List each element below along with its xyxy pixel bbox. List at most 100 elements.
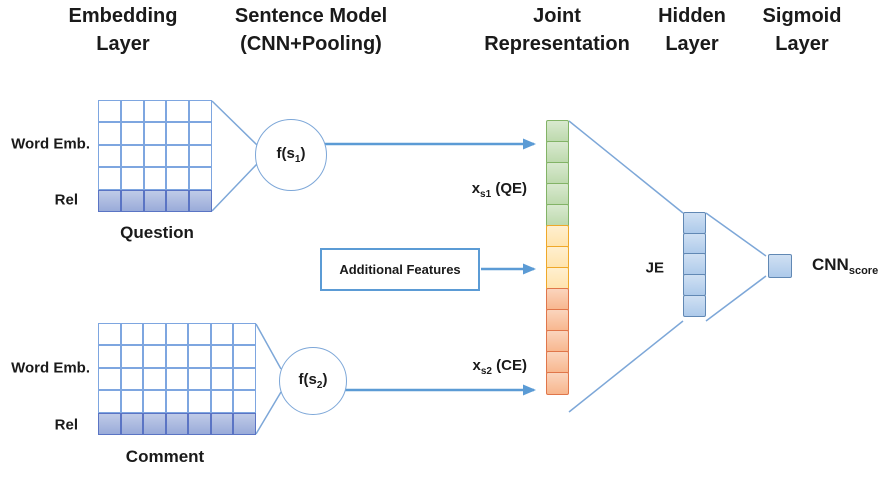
word-emb-cell (98, 367, 121, 391)
joint-representation-column (546, 120, 569, 395)
question-title: Question (120, 223, 194, 242)
rel-cell (188, 412, 211, 435)
f-s1-node: f(s1) (255, 119, 327, 191)
word-emb-cell (165, 390, 189, 413)
word-emb-cell (210, 345, 234, 368)
rel-cell (166, 189, 190, 212)
rel-cell (120, 189, 144, 212)
rel-cell (143, 412, 166, 435)
word-emb-cell (188, 345, 211, 368)
word-emb-cell (143, 100, 167, 123)
word-emb-cell (143, 367, 166, 391)
rel-cell (120, 412, 144, 435)
rel-cell (233, 412, 256, 435)
word-emb-cell (98, 390, 121, 413)
word-emb-cell (98, 100, 121, 123)
question-word-emb-label: Word Emb. (11, 135, 90, 153)
comment-embedding-matrix (98, 323, 256, 435)
question-embedding-cell (546, 183, 569, 206)
joint-hidden-top-line (568, 120, 684, 214)
sigmoid-output-node (768, 254, 792, 278)
word-emb-cell (189, 122, 212, 145)
xs1-qe-label: xs1 (QE) (471, 180, 527, 200)
question-embedding-cell (546, 162, 569, 185)
comment-embedding-cell (546, 351, 569, 374)
xs2-ce-label: xs2 (CE) (472, 357, 527, 377)
hidden-sigmoid-bottom-line (705, 275, 767, 322)
comment-funnel-bottom-line (255, 391, 282, 435)
word-emb-cell (165, 367, 189, 391)
question-embedding-cell (546, 120, 569, 143)
rel-cell (165, 412, 189, 435)
comment-word-emb-label: Word Emb. (11, 359, 90, 377)
hidden-sigmoid-top-line (705, 212, 767, 257)
word-emb-cell (165, 323, 189, 346)
comment-embedding-cell (546, 288, 569, 311)
word-emb-cell (166, 144, 190, 168)
f-s2-node: f(s2) (279, 347, 347, 415)
comment-title: Comment (125, 447, 205, 466)
hidden-layer-header: Hidden Layer (658, 2, 726, 58)
hidden-layer-cell (683, 212, 706, 235)
embedding-layer-header: Embedding Layer (69, 2, 178, 58)
word-emb-cell (143, 323, 166, 346)
sigmoid-layer-header: Sigmoid Layer (763, 2, 842, 58)
word-emb-cell (210, 390, 234, 413)
word-emb-cell (98, 122, 121, 145)
cnn-score-label: CNNscore (812, 254, 879, 278)
word-emb-cell (233, 323, 256, 346)
word-emb-cell (120, 167, 144, 190)
word-emb-cell (189, 144, 212, 168)
word-emb-cell (210, 323, 234, 346)
hidden-header-line2: Layer (665, 33, 719, 55)
sentence-header-line2: (CNN+Pooling) (240, 33, 382, 55)
question-embedding-cell (546, 141, 569, 164)
embedding-header-line2: Layer (96, 33, 150, 55)
rel-cell (189, 189, 212, 212)
word-emb-cell (233, 367, 256, 391)
hidden-layer-cell (683, 294, 706, 317)
question-funnel-top-line (211, 100, 258, 146)
sentence-header-line1: Sentence Model (234, 5, 388, 27)
word-emb-cell (120, 390, 144, 413)
question-rel-label: Rel (54, 191, 78, 209)
additional-features-cell (546, 246, 569, 269)
additional-features-box: Additional Features (320, 248, 480, 291)
f-s1-label: f(s1) (276, 145, 306, 165)
hidden-layer-column (683, 212, 706, 317)
word-emb-cell (188, 367, 211, 391)
word-emb-cell (120, 345, 144, 368)
word-emb-cell (233, 345, 256, 368)
additional-features-label: Additional Features (339, 262, 461, 277)
joint-representation-header: Joint Representation (484, 2, 630, 58)
question-funnel-bottom-line (211, 163, 258, 212)
word-emb-cell (120, 122, 144, 145)
comment-embedding-cell (546, 330, 569, 353)
word-emb-cell (233, 390, 256, 413)
word-emb-cell (143, 345, 166, 368)
sentence-model-header: Sentence Model (CNN+Pooling) (235, 2, 387, 58)
sigmoid-header-line1: Sigmoid (762, 5, 842, 27)
hidden-layer-cell (683, 232, 706, 255)
joint-header-line2: Representation (484, 33, 630, 55)
word-emb-cell (166, 167, 190, 190)
word-emb-cell (120, 100, 144, 123)
rel-cell (143, 189, 167, 212)
word-emb-cell (210, 367, 234, 391)
word-emb-cell (98, 345, 121, 368)
word-emb-cell (188, 323, 211, 346)
word-emb-cell (120, 367, 144, 391)
word-emb-cell (188, 390, 211, 413)
word-emb-cell (120, 144, 144, 168)
hidden-layer-cell (683, 274, 706, 297)
word-emb-cell (189, 167, 212, 190)
word-emb-cell (166, 122, 190, 145)
word-emb-cell (98, 144, 121, 168)
word-emb-cell (143, 122, 167, 145)
question-embedding-matrix (98, 100, 212, 212)
comment-embedding-cell (546, 309, 569, 332)
rel-cell (98, 189, 121, 212)
embedding-header-line1: Embedding (68, 5, 178, 27)
word-emb-cell (189, 100, 212, 123)
